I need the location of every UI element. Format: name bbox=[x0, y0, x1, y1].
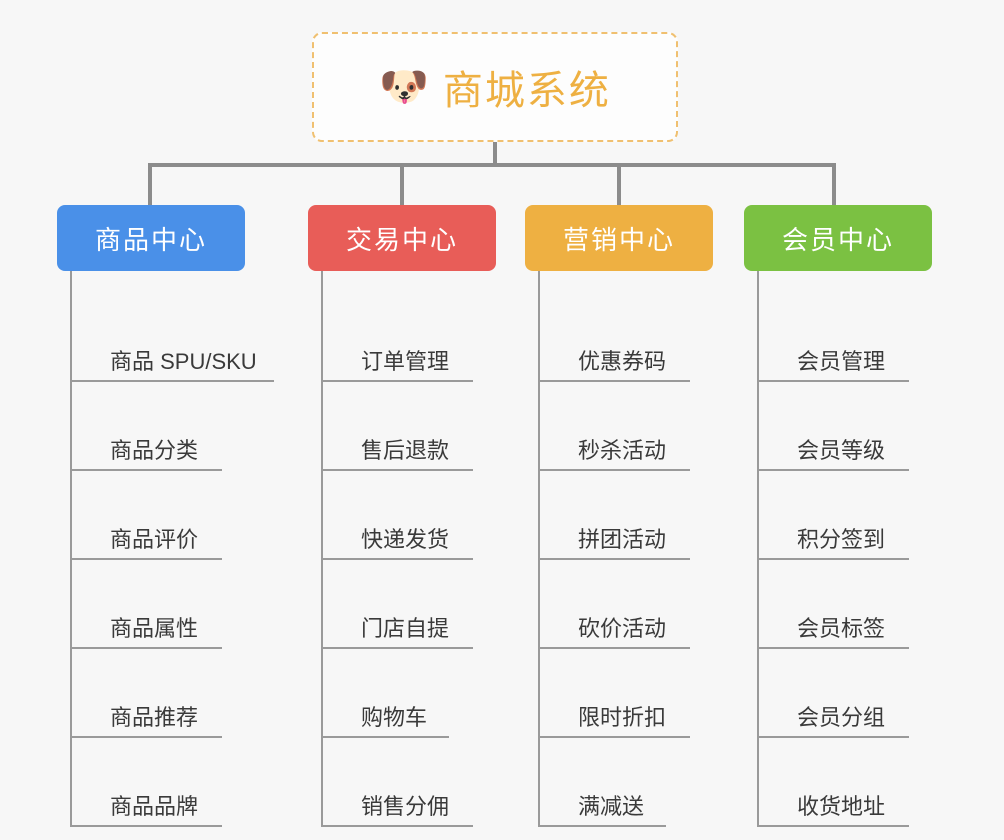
leaf-item[interactable]: 拼团活动 bbox=[538, 471, 745, 560]
category-2-item-list: 订单管理售后退款快递发货门店自提购物车销售分佣 bbox=[321, 271, 528, 827]
leaf-item-underline bbox=[538, 380, 690, 382]
leaf-item-underline bbox=[321, 469, 473, 471]
leaf-item[interactable]: 满减送 bbox=[538, 738, 745, 827]
category-4-item-list: 会员管理会员等级积分签到会员标签会员分组收货地址 bbox=[757, 271, 964, 827]
category-header-4[interactable]: 会员中心 bbox=[744, 205, 932, 271]
leaf-item-underline bbox=[321, 736, 449, 738]
leaf-item-label: 商品评价 bbox=[110, 527, 199, 552]
leaf-item-label: 会员分组 bbox=[797, 705, 886, 730]
leaf-item-label: 售后退款 bbox=[361, 438, 450, 463]
leaf-item[interactable]: 门店自提 bbox=[321, 560, 528, 649]
leaf-item-label: 商品 SPU/SKU bbox=[110, 349, 257, 374]
connector-horizontal-bus bbox=[148, 163, 836, 167]
root-node[interactable]: 🐶 商城系统 bbox=[312, 32, 678, 142]
leaf-item-label: 商品品牌 bbox=[110, 794, 199, 819]
leaf-item-underline bbox=[538, 825, 666, 827]
leaf-item-underline bbox=[321, 558, 473, 560]
leaf-item[interactable]: 商品 SPU/SKU bbox=[70, 293, 277, 382]
leaf-item-underline bbox=[321, 825, 473, 827]
category-header-2[interactable]: 交易中心 bbox=[308, 205, 496, 271]
leaf-item[interactable]: 商品评价 bbox=[70, 471, 277, 560]
category-3-item-list: 优惠券码秒杀活动拼团活动砍价活动限时折扣满减送 bbox=[538, 271, 745, 827]
connector-drop-3 bbox=[617, 163, 621, 205]
category-column-2: 交易中心 订单管理售后退款快递发货门店自提购物车销售分佣 bbox=[308, 205, 528, 827]
leaf-item-label: 会员管理 bbox=[797, 349, 886, 374]
leaf-item-label: 收货地址 bbox=[797, 794, 886, 819]
leaf-item[interactable]: 订单管理 bbox=[321, 293, 528, 382]
leaf-item-underline bbox=[538, 558, 690, 560]
leaf-item[interactable]: 砍价活动 bbox=[538, 560, 745, 649]
leaf-item-underline bbox=[70, 647, 222, 649]
leaf-item[interactable]: 销售分佣 bbox=[321, 738, 528, 827]
leaf-item-underline bbox=[321, 647, 473, 649]
root-node-title: 商城系统 bbox=[442, 69, 611, 113]
leaf-item-label: 会员等级 bbox=[797, 438, 886, 463]
leaf-item-underline bbox=[70, 558, 222, 560]
leaf-item-label: 销售分佣 bbox=[361, 794, 450, 819]
leaf-item[interactable]: 会员等级 bbox=[757, 382, 964, 471]
leaf-item-label: 拼团活动 bbox=[578, 527, 667, 552]
leaf-item[interactable]: 购物车 bbox=[321, 649, 528, 738]
leaf-item[interactable]: 商品品牌 bbox=[70, 738, 277, 827]
category-header-3-label: 营销中心 bbox=[562, 224, 675, 255]
leaf-item-underline bbox=[70, 380, 274, 382]
leaf-item-underline bbox=[757, 380, 909, 382]
dog-face-icon: 🐶 bbox=[379, 64, 429, 110]
leaf-item-label: 商品推荐 bbox=[110, 705, 199, 730]
category-column-4: 会员中心 会员管理会员等级积分签到会员标签会员分组收货地址 bbox=[744, 205, 964, 827]
leaf-item[interactable]: 会员管理 bbox=[757, 293, 964, 382]
leaf-item-label: 砍价活动 bbox=[578, 616, 667, 641]
leaf-item[interactable]: 积分签到 bbox=[757, 471, 964, 560]
leaf-item[interactable]: 秒杀活动 bbox=[538, 382, 745, 471]
leaf-item-underline bbox=[757, 469, 909, 471]
leaf-item[interactable]: 会员分组 bbox=[757, 649, 964, 738]
leaf-item[interactable]: 会员标签 bbox=[757, 560, 964, 649]
leaf-item-label: 积分签到 bbox=[797, 527, 886, 552]
leaf-item[interactable]: 售后退款 bbox=[321, 382, 528, 471]
connector-root-stem bbox=[493, 142, 497, 166]
leaf-item-label: 快递发货 bbox=[361, 527, 450, 552]
connector-drop-4 bbox=[832, 163, 836, 205]
category-1-item-list: 商品 SPU/SKU 商品分类商品评价商品属性商品推荐商品品牌 bbox=[70, 271, 277, 827]
leaf-item-underline bbox=[70, 736, 222, 738]
category-header-2-label: 交易中心 bbox=[345, 224, 458, 255]
leaf-item-underline bbox=[757, 558, 909, 560]
connector-drop-2 bbox=[400, 163, 404, 205]
leaf-item[interactable]: 商品分类 bbox=[70, 382, 277, 471]
leaf-item-underline bbox=[757, 825, 909, 827]
leaf-item[interactable]: 收货地址 bbox=[757, 738, 964, 827]
leaf-item-label: 优惠券码 bbox=[578, 349, 667, 374]
leaf-item[interactable]: 快递发货 bbox=[321, 471, 528, 560]
category-header-3[interactable]: 营销中心 bbox=[525, 205, 713, 271]
leaf-item-label: 购物车 bbox=[361, 705, 428, 730]
leaf-item-label: 商品属性 bbox=[110, 616, 199, 641]
category-column-1: 商品中心 商品 SPU/SKU 商品分类商品评价商品属性商品推荐商品品牌 bbox=[57, 205, 277, 827]
connector-drop-1 bbox=[148, 163, 152, 205]
leaf-item[interactable]: 商品推荐 bbox=[70, 649, 277, 738]
leaf-item-label: 限时折扣 bbox=[578, 705, 667, 730]
leaf-item-label: 会员标签 bbox=[797, 616, 886, 641]
leaf-item-underline bbox=[538, 647, 690, 649]
leaf-item-label: 订单管理 bbox=[361, 349, 450, 374]
leaf-item-underline bbox=[70, 825, 222, 827]
leaf-item-underline bbox=[538, 736, 690, 738]
category-column-3: 营销中心 优惠券码秒杀活动拼团活动砍价活动限时折扣满减送 bbox=[525, 205, 745, 827]
leaf-item-underline bbox=[757, 647, 909, 649]
leaf-item-underline bbox=[538, 469, 690, 471]
leaf-item[interactable]: 商品属性 bbox=[70, 560, 277, 649]
leaf-item-underline bbox=[757, 736, 909, 738]
leaf-item-label: 商品分类 bbox=[110, 438, 199, 463]
category-header-1-label: 商品中心 bbox=[94, 224, 207, 255]
category-header-1[interactable]: 商品中心 bbox=[57, 205, 245, 271]
leaf-item-underline bbox=[321, 380, 473, 382]
leaf-item-label: 满减送 bbox=[578, 794, 645, 819]
leaf-item[interactable]: 限时折扣 bbox=[538, 649, 745, 738]
category-header-4-label: 会员中心 bbox=[781, 224, 894, 255]
leaf-item[interactable]: 优惠券码 bbox=[538, 293, 745, 382]
leaf-item-underline bbox=[70, 469, 222, 471]
leaf-item-label: 秒杀活动 bbox=[578, 438, 667, 463]
leaf-item-label: 门店自提 bbox=[361, 616, 450, 641]
